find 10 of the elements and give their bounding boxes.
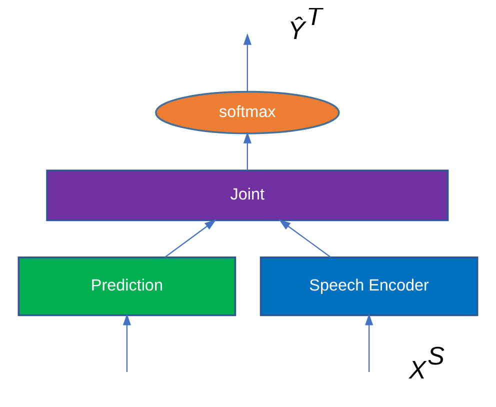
- node-ellipse: softmax: [155, 90, 340, 134]
- arrow: [122, 314, 131, 372]
- arrow: [243, 132, 252, 170]
- arrow: [278, 220, 331, 258]
- arrow: [243, 33, 252, 92]
- node-box: Speech Encoder: [260, 256, 478, 316]
- arrow: [164, 219, 216, 258]
- node-box: Joint: [46, 170, 449, 222]
- arrow: [365, 314, 374, 372]
- node-box: Prediction: [18, 256, 236, 316]
